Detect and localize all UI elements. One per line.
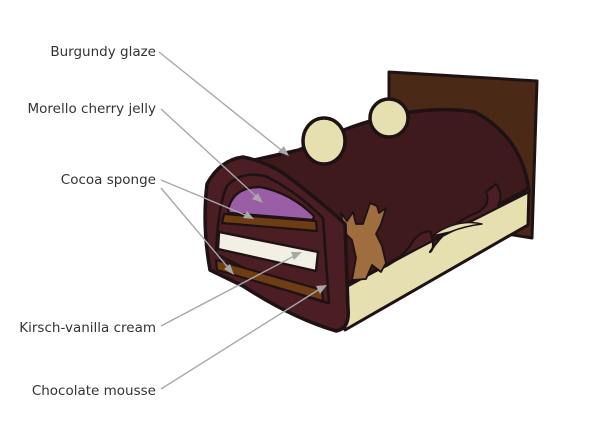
arrowhead-chocolate-mousse [316,285,327,294]
vanilla-cream-layer [216,230,320,273]
pointer-cocoa-sponge-a [160,179,251,218]
label-cocoa-sponge: Cocoa sponge [60,172,156,188]
pointer-cocoa-sponge-b [160,187,232,272]
arrowhead-vanilla-cream [291,252,302,260]
label-morello-cherry-jelly: Morello cherry jelly [27,101,157,117]
pointer-vanilla-cream [160,253,299,327]
label-kirsch-vanilla-cream: Kirsch-vanilla cream [19,320,156,336]
label-burgundy-glaze: Burgundy glaze [50,44,156,60]
pointer-chocolate-mousse [160,286,324,390]
arrowhead-cocoa-sponge-b [224,264,234,275]
cocoa-sponge-lower [214,258,325,303]
cream-ball-right [368,97,410,139]
arrowhead-cocoa-sponge-a [243,211,254,219]
arrowhead-burgundy-glaze [278,146,289,156]
side-chocolate-wave [338,182,531,290]
pointer-burgundy-glaze [158,51,286,154]
side-wave-curl [431,221,483,237]
cherry-jelly-layer [226,185,316,222]
arrowhead-cherry-jelly [252,193,263,203]
cream-ball-left [301,116,347,166]
label-chocolate-mousse: Chocolate mousse [31,383,156,399]
pointer-cherry-jelly [160,108,260,200]
